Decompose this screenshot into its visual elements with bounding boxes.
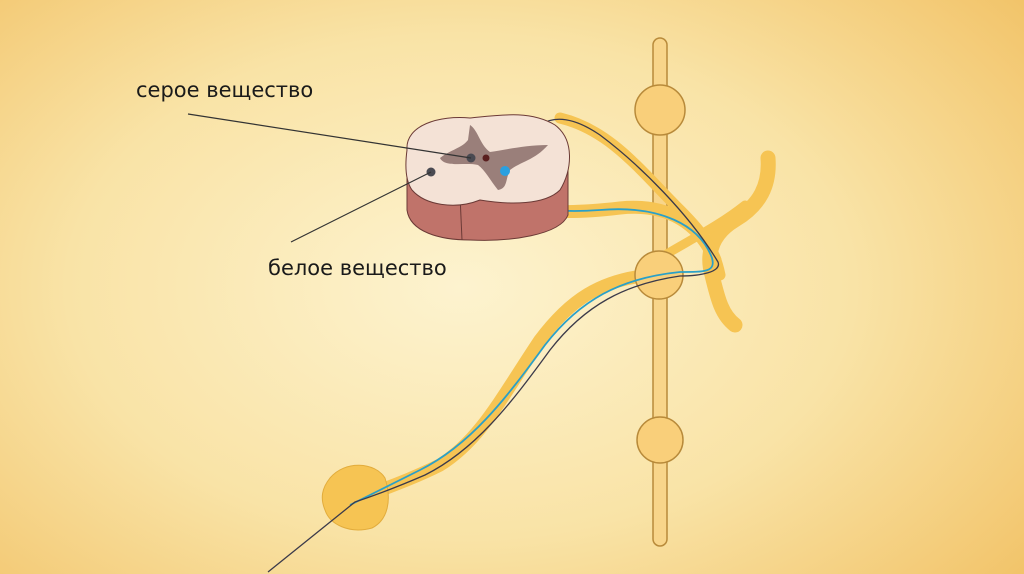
white-matter-label: белое вещество [268, 256, 447, 280]
gray-matter-label: серое вещество [136, 78, 314, 102]
gray-matter-leader-line [187, 113, 472, 159]
motor-fiber-blue [349, 171, 714, 506]
ganglion-lower [636, 416, 684, 464]
gray-matter-shape [440, 125, 548, 190]
motor-neuron-body [500, 166, 510, 176]
central-canal [482, 154, 490, 162]
dorsal-root [554, 112, 726, 281]
sensory-fiber-dark [267, 118, 719, 573]
communicating-ramus [660, 200, 750, 260]
spinal-cord-section [405, 114, 570, 241]
spinal-nerve-branch [702, 150, 776, 333]
effector-organ [321, 464, 389, 531]
ganglion-upper [634, 84, 686, 136]
white-matter-leader-line [290, 171, 432, 243]
peripheral-nerve [348, 268, 657, 507]
